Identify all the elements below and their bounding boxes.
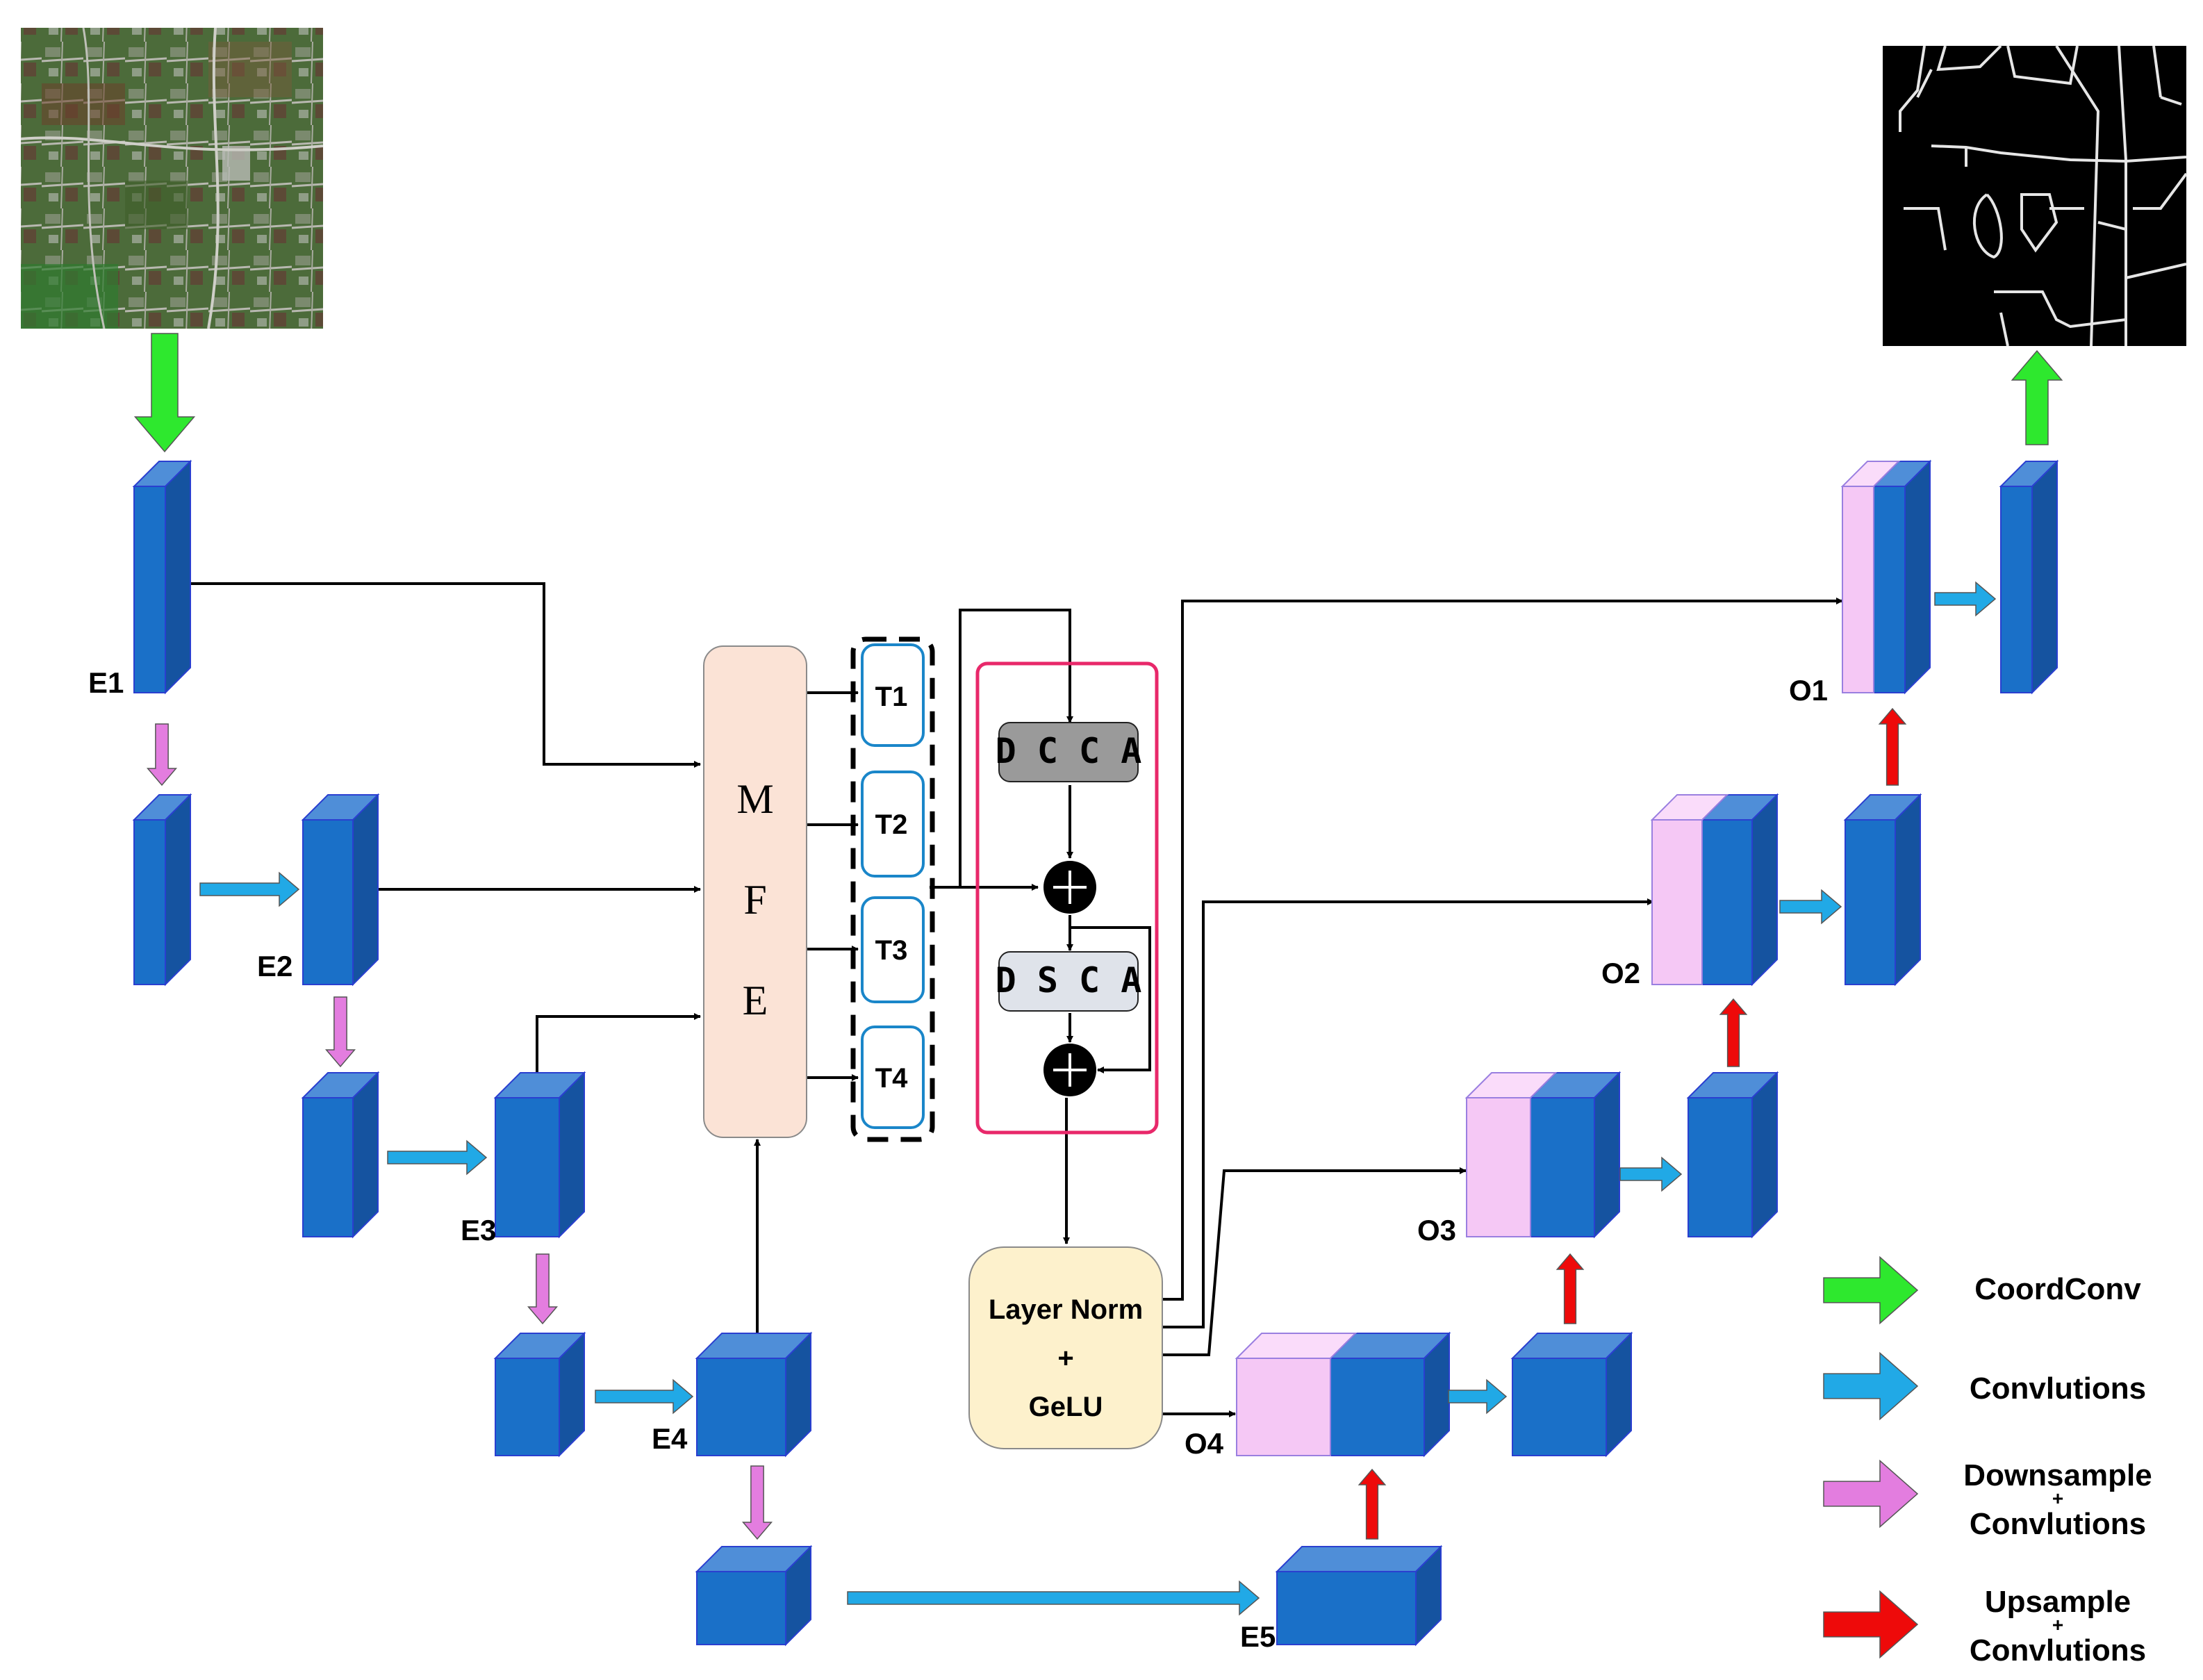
legend-downsample-line2: Convlutions (1970, 1507, 2146, 1541)
upsample-arrow-4 (1878, 707, 1907, 786)
legend: CoordConv Convlutions Downsample + Convl… (1963, 1272, 2152, 1667)
legend-coordconv-arrow (1823, 1255, 1919, 1325)
encoder-block-e4 (695, 1331, 813, 1458)
encoder-block-e3b (493, 1331, 586, 1458)
decoder-block-o2 (1650, 793, 1779, 987)
legend-downsample-line1: Downsample (1963, 1458, 2152, 1492)
encoder-block-e3 (493, 1071, 586, 1239)
token-t3: T3 (875, 935, 908, 966)
plus-circle-icon (1043, 1044, 1096, 1096)
decoder-block-o4 (1235, 1331, 1451, 1458)
decoder-block-o4b (1510, 1331, 1633, 1458)
norm-line3: GeLU (1029, 1392, 1103, 1422)
label-e5: E5 (1240, 1620, 1276, 1653)
downsample-arrow-4 (741, 1465, 773, 1540)
label-e1: E1 (88, 666, 124, 699)
layernorm-gelu-block: Layer Norm + GeLU (968, 1246, 1163, 1449)
attention-module: D C C A D S C A (975, 661, 1159, 1135)
downsample-arrow-2 (324, 996, 356, 1068)
feature-blocks (132, 459, 2059, 1647)
encoder-block-e2 (301, 793, 380, 987)
decoder-block-o1 (1840, 459, 1932, 695)
conv-arrow-e2-e3 (387, 1139, 488, 1176)
conv-arrow-o2 (1779, 889, 1842, 925)
label-o1: O1 (1789, 674, 1828, 707)
mfe-block: M F E (703, 645, 807, 1138)
legend-upsample-plus: + (2052, 1614, 2063, 1636)
encoder-block-e1b (132, 793, 192, 987)
label-o3: O3 (1417, 1214, 1456, 1246)
encoder-block-e4b (695, 1545, 813, 1647)
label-e2: E2 (257, 950, 292, 982)
plus-circle-icon (1043, 861, 1096, 914)
legend-convolutions-arrow (1823, 1351, 1919, 1421)
connections (189, 582, 1843, 1417)
road-mask-image (1883, 44, 2188, 347)
encoder-block-e5 (1275, 1545, 1443, 1647)
mfe-letter-e: E (743, 978, 768, 1023)
coordconv-arrow-out (2011, 349, 2063, 445)
block-labels: E1 E2 E3 E4 E5 O1 O2 O3 O4 (88, 666, 1828, 1653)
legend-downsample-arrow (1823, 1459, 1919, 1529)
norm-line2: + (1057, 1343, 1073, 1374)
legend-coordconv: CoordConv (1974, 1272, 2141, 1306)
dcca-label: D C C A (996, 731, 1142, 771)
mfe-letter-m: M (736, 776, 773, 822)
legend-upsample-line1: Upsample (1985, 1585, 2131, 1619)
token-t2: T2 (875, 809, 908, 840)
token-t1: T1 (875, 682, 908, 712)
flow-arrows (133, 333, 2063, 1659)
encoder-block-e2b (301, 1071, 380, 1239)
norm-line1: Layer Norm (989, 1294, 1143, 1325)
upsample-arrow-2 (1556, 1253, 1585, 1324)
label-e4: E4 (652, 1422, 688, 1455)
decoder-block-o2b (1843, 793, 1922, 987)
downsample-arrow-3 (527, 1253, 559, 1325)
upsample-arrow-3 (1719, 998, 1748, 1067)
conv-arrow-e3-e4 (595, 1378, 694, 1415)
decoder-block-o3b (1686, 1071, 1779, 1239)
conv-arrow-e1-e2 (199, 871, 300, 907)
conv-arrow-o1 (1934, 581, 1997, 617)
label-o2: O2 (1601, 957, 1640, 989)
coordconv-arrow-in (133, 333, 196, 453)
label-o4: O4 (1185, 1427, 1224, 1460)
mfe-letter-f: F (743, 877, 766, 923)
conv-arrow-o3 (1619, 1156, 1683, 1192)
legend-convolutions: Convlutions (1970, 1372, 2146, 1406)
conv-arrow-e4-e5 (847, 1580, 1260, 1616)
downsample-arrow-1 (146, 723, 178, 787)
decoder-block-o3 (1464, 1071, 1622, 1239)
dsca-label: D S C A (996, 960, 1142, 1000)
satellite-image (20, 27, 324, 329)
token-t4: T4 (875, 1063, 908, 1094)
encoder-block-e1 (132, 459, 192, 695)
legend-upsample-line2: Convlutions (1970, 1633, 2146, 1667)
decoder-block-o1b (1999, 459, 2059, 695)
legend-upsample-arrow (1823, 1590, 1919, 1659)
legend-downsample-plus: + (2052, 1488, 2063, 1509)
upsample-arrow-1 (1358, 1468, 1387, 1540)
conv-arrow-o4 (1448, 1378, 1508, 1415)
token-group: T1 T2 T3 T4 (850, 636, 935, 1142)
label-e3: E3 (461, 1214, 496, 1246)
